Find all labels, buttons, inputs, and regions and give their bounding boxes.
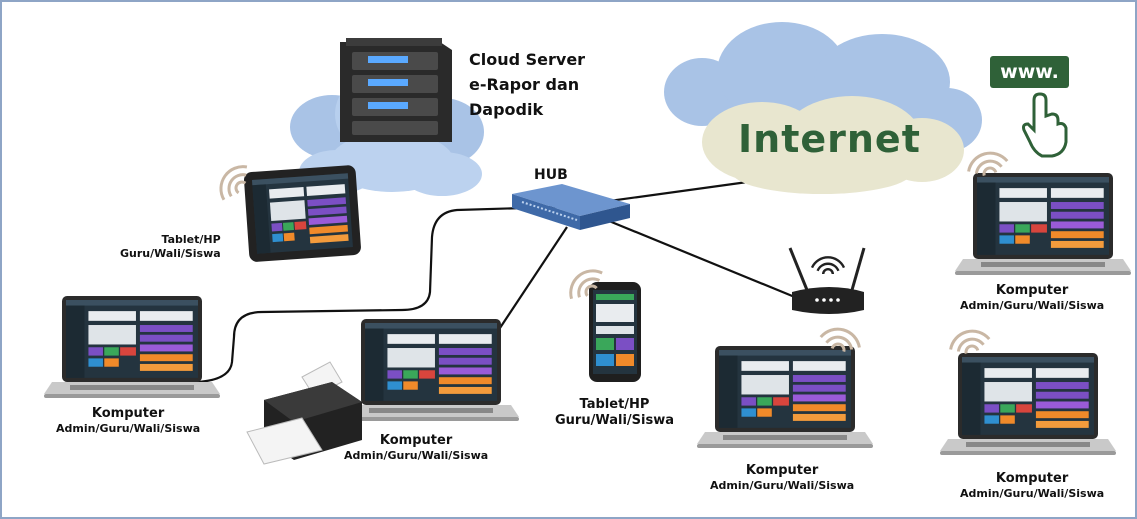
phone-line1: Tablet/HP bbox=[579, 397, 650, 412]
cable-hub-center-laptop bbox=[491, 226, 568, 341]
phone-label: Tablet/HP Guru/Wali/Siswa bbox=[555, 397, 674, 430]
cable-hub-internet bbox=[601, 178, 763, 204]
laptop-mid-right-line2: Admin/Guru/Wali/Siswa bbox=[710, 479, 855, 493]
phone-line2: Guru/Wali/Siswa bbox=[555, 413, 674, 429]
laptop-right-top-label: Komputer Admin/Guru/Wali/Siswa bbox=[960, 283, 1104, 313]
hub-icon bbox=[512, 184, 630, 230]
cloud-server-line2: e-Rapor dan bbox=[469, 75, 580, 94]
internet-label: Internet bbox=[738, 117, 921, 161]
laptop-right-bottom-icon bbox=[940, 353, 1116, 455]
hand-cursor-icon bbox=[1022, 92, 1068, 158]
cloud-server-line3: Dapodik bbox=[469, 100, 544, 119]
laptop-mid-right-label: Komputer Admin/Guru/Wali/Siswa bbox=[710, 463, 854, 493]
laptop-left-icon bbox=[44, 296, 220, 398]
laptop-right-top-line1: Komputer bbox=[995, 283, 1069, 298]
laptop-right-bottom-label: Komputer Admin/Guru/Wali/Siswa bbox=[960, 471, 1104, 501]
router-icon bbox=[788, 247, 866, 314]
printer-icon bbox=[246, 361, 362, 465]
laptop-mid-right-line1: Komputer bbox=[745, 463, 819, 478]
wifi-laptop-right-bottom-icon bbox=[945, 325, 993, 359]
wifi-router-icon bbox=[810, 256, 846, 275]
server-icon bbox=[340, 38, 452, 142]
tablet-top-line2: Guru/Wali/Siswa bbox=[120, 246, 221, 260]
cloud-server-label: Cloud Server e-Rapor dan Dapodik bbox=[469, 47, 585, 122]
laptop-center-line2: Admin/Guru/Wali/Siswa bbox=[344, 449, 489, 463]
laptop-left-label: Komputer Admin/Guru/Wali/Siswa bbox=[56, 406, 200, 436]
laptop-left-line1: Komputer bbox=[91, 406, 165, 421]
cable-hub-left-laptop bbox=[196, 205, 558, 384]
laptop-right-bottom-line2: Admin/Guru/Wali/Siswa bbox=[960, 487, 1105, 501]
tablet-top-line1: Tablet/HP bbox=[161, 233, 221, 246]
cloud-server-line1: Cloud Server bbox=[469, 50, 586, 69]
tablet-top-label: Tablet/HP Guru/Wali/Siswa bbox=[120, 233, 221, 261]
phone-icon bbox=[589, 282, 641, 382]
internet-cloud bbox=[664, 22, 982, 194]
cable-hub-router bbox=[591, 212, 803, 302]
tablet-top-icon bbox=[244, 165, 361, 262]
www-badge: www. bbox=[990, 56, 1069, 88]
laptop-mid-right-icon bbox=[697, 346, 873, 448]
laptop-center-label: Komputer Admin/Guru/Wali/Siswa bbox=[344, 433, 488, 463]
laptop-right-bottom-line1: Komputer bbox=[995, 471, 1069, 486]
laptop-right-top-icon bbox=[955, 173, 1131, 275]
laptop-center-icon bbox=[343, 319, 519, 421]
hub-label: HUB bbox=[534, 167, 568, 183]
laptop-right-top-line2: Admin/Guru/Wali/Siswa bbox=[960, 299, 1105, 313]
laptop-left-line2: Admin/Guru/Wali/Siswa bbox=[56, 422, 201, 436]
laptop-center-line1: Komputer bbox=[379, 433, 453, 448]
